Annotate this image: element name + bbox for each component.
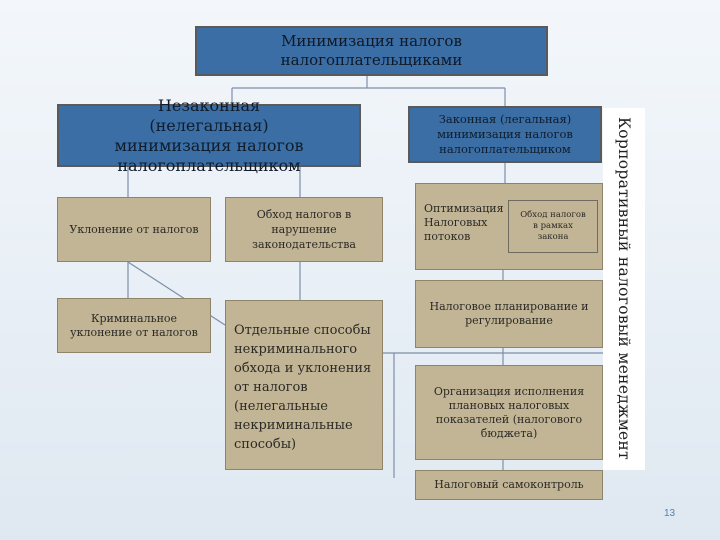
side-label-box: Корпоративный налоговый менеджмент xyxy=(603,108,645,470)
criminal-evasion-text: Криминальное уклонение от налогов xyxy=(70,311,198,339)
planning-box: Налоговое планирование и регулирование xyxy=(415,280,603,348)
lawful-circumvention-text: Обход налогов в рамках закона xyxy=(520,210,586,242)
lawful-circumvention-box: Обход налогов в рамках закона xyxy=(508,200,598,253)
organization-text: Организация исполнения плановых налоговы… xyxy=(433,384,585,440)
side-label-text: Корпоративный налоговый менеджмент xyxy=(615,117,633,461)
illegal-header-box: Незаконная (нелегальная) минимизация нал… xyxy=(57,96,361,175)
page-number: 13 xyxy=(664,508,676,519)
circumvention-box: Обход налогов в нарушение законодательст… xyxy=(225,197,383,262)
optimization-text: Оптимизация Налоговых потоков xyxy=(424,202,504,243)
legal-header-text: Законная (легальная) минимизация налогов… xyxy=(437,112,573,156)
illegal-header-text: Незаконная (нелегальная) минимизация нал… xyxy=(114,95,304,175)
title-text: Минимизация налогов налогоплательщиками xyxy=(280,32,463,69)
methods-text: Отдельные способы некриминального обхода… xyxy=(234,323,372,452)
planning-text: Налоговое планирование и регулирование xyxy=(429,300,589,327)
criminal-evasion-box: Криминальное уклонение от налогов xyxy=(57,298,211,353)
evasion-text: Уклонение от налогов xyxy=(69,222,199,236)
methods-box: Отдельные способы некриминального обхода… xyxy=(225,300,383,470)
organization-box: Организация исполнения плановых налоговы… xyxy=(415,365,603,460)
evasion-box: Уклонение от налогов xyxy=(57,197,211,262)
self-control-box: Налоговый самоконтроль xyxy=(415,470,603,500)
legal-header-box: Законная (легальная) минимизация налогов… xyxy=(408,106,602,163)
self-control-text: Налоговый самоконтроль xyxy=(434,478,584,491)
circumvention-text: Обход налогов в нарушение законодательст… xyxy=(252,208,356,251)
title-box: Минимизация налогов налогоплательщиками xyxy=(195,26,548,76)
